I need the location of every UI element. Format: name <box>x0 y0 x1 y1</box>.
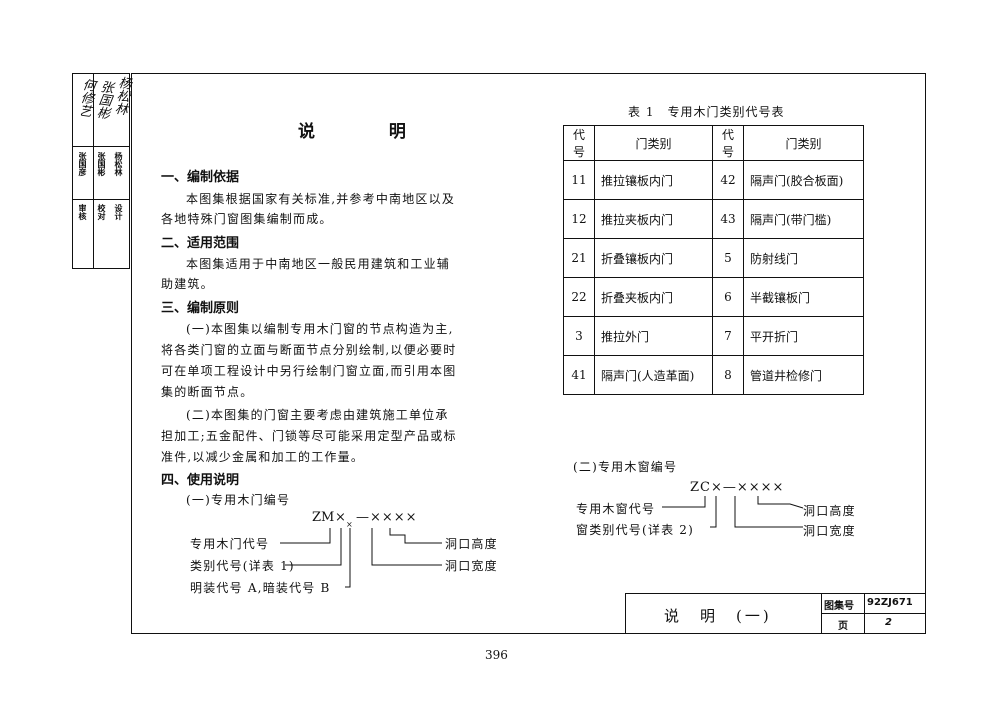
table-row: 3 推拉外门 7 平开折门 <box>563 316 864 356</box>
section-heading-2: 二、适用范围 <box>161 236 240 251</box>
table-cell: 12 <box>563 199 595 239</box>
table-cell: 5 <box>712 238 744 278</box>
label-door-width: 洞口宽度 <box>445 559 498 573</box>
door-type-table: 代号 门类别 代号 门类别 11 推拉镶板内门 42 隔声门(胶合板面) 12 … <box>563 125 864 395</box>
table-row: 21 折叠镶板内门 5 防射线门 <box>563 238 864 278</box>
table-cell: 隔声门(带门槛) <box>743 199 864 239</box>
signature-name-2: 张国彬 <box>97 152 106 176</box>
door-code-x2: × <box>346 520 353 529</box>
table-cell: 推拉夹板内门 <box>594 199 713 239</box>
label-door-height: 洞口高度 <box>445 537 498 551</box>
table-cell: 半截镶板门 <box>743 277 864 317</box>
table-cell: 43 <box>712 199 744 239</box>
signature-name-3: 杨松林 <box>114 152 123 176</box>
door-code-prefix: ZM <box>312 510 335 525</box>
subheading-door-code: (一)专用木门编号 <box>186 493 291 507</box>
table-cell: 折叠镶板内门 <box>594 238 713 278</box>
page-label: 页 <box>838 621 848 632</box>
door-code-x1: × <box>335 510 346 525</box>
table-cell: 42 <box>712 160 744 200</box>
table-row: 41 隔声门(人造革面) 8 管道井检修门 <box>563 355 864 395</box>
sheet-page-number: 2 <box>885 617 892 628</box>
paragraph-line: 本图集适用于中南地区一般民用建筑和工业辅 <box>186 257 451 271</box>
paragraph-line: 本图集根据国家有关标准,并参考中南地区以及 <box>186 192 456 206</box>
table-cell: 6 <box>712 277 744 317</box>
window-code-leader-lines <box>662 496 804 528</box>
page-number: 396 <box>485 648 508 662</box>
table-cell: 管道井检修门 <box>743 355 864 395</box>
paragraph-line: 担加工;五金配件、门锁等尽可能采用定型产品或标 <box>161 429 457 443</box>
title-block-name: 说 明 (一) <box>664 607 772 625</box>
page-title: 说 明 <box>298 122 440 142</box>
table-cell: 隔声门(胶合板面) <box>743 160 864 200</box>
table-row: 12 推拉夹板内门 43 隔声门(带门槛) <box>563 199 864 239</box>
paragraph-line: (一)本图集以编制专用木门窗的节点构造为主, <box>186 322 454 336</box>
section-heading-4: 四、使用说明 <box>161 473 240 488</box>
table-cell: 21 <box>563 238 595 278</box>
signature-block: 张国彦 审核 张国彬 校对 杨松林 设计 何修艺 张国彬 杨松林 <box>72 73 132 269</box>
table-cell: 3 <box>563 316 595 356</box>
paragraph-line: 集的断面节点。 <box>161 385 254 399</box>
label-door-mount: 明装代号 A,暗装代号 B <box>190 581 331 595</box>
section-heading-1: 一、编制依据 <box>161 170 240 185</box>
paragraph-line: 将各类门窗的立面与断面节点分别绘制,以便必要时 <box>161 343 457 357</box>
table-header: 代号 <box>712 125 744 161</box>
signature-role-2: 校对 <box>97 204 106 220</box>
door-code-rest: —×××× <box>356 510 418 525</box>
paragraph-line: (二)本图集的门窗主要考虑由建筑施工单位承 <box>186 408 449 422</box>
window-code: ZC×—×××× <box>690 480 785 495</box>
table1-title: 表 1 专用木门类别代号表 <box>628 105 785 119</box>
signature-role-3: 设计 <box>114 204 123 220</box>
signature-role-1: 审核 <box>78 204 87 220</box>
table-header: 代号 <box>563 125 595 161</box>
table-cell: 折叠夹板内门 <box>594 277 713 317</box>
title-block <box>625 593 926 634</box>
label-window-height: 洞口高度 <box>803 504 856 518</box>
subheading-window-code: (二)专用木窗编号 <box>573 460 678 474</box>
table-cell: 41 <box>563 355 595 395</box>
table-cell: 推拉镶板内门 <box>594 160 713 200</box>
label-window-type: 窗类别代号(详表 2) <box>576 523 695 537</box>
paragraph-line: 准件,以减少金属和加工的工作量。 <box>161 450 365 464</box>
table-header: 门类别 <box>743 125 864 161</box>
table-header-row: 代号 门类别 代号 门类别 <box>563 125 864 161</box>
atlas-number: 92ZJ671 <box>867 597 913 608</box>
table-cell: 平开折门 <box>743 316 864 356</box>
label-window-width: 洞口宽度 <box>803 524 856 538</box>
table-cell: 22 <box>563 277 595 317</box>
paragraph-line: 可在单项工程设计中另行绘制门窗立面,而引用本图 <box>161 364 457 378</box>
label-door-code: 专用木门代号 <box>190 537 270 551</box>
signature-name-1: 张国彦 <box>78 152 87 176</box>
atlas-number-label: 图集号 <box>824 601 854 612</box>
table-row: 22 折叠夹板内门 6 半截镶板门 <box>563 277 864 317</box>
table-cell: 7 <box>712 316 744 356</box>
table-cell: 推拉外门 <box>594 316 713 356</box>
door-code-leader-lines <box>280 528 442 588</box>
table-cell: 隔声门(人造革面) <box>594 355 713 395</box>
label-window-code: 专用木窗代号 <box>576 502 656 516</box>
section-heading-3: 三、编制原则 <box>161 301 240 316</box>
table-cell: 8 <box>712 355 744 395</box>
table-row: 11 推拉镶板内门 42 隔声门(胶合板面) <box>563 160 864 200</box>
table-cell: 11 <box>563 160 595 200</box>
drawing-frame <box>131 73 926 634</box>
paragraph-line: 各地特殊门窗图集编制而成。 <box>161 212 333 226</box>
handwritten-signature-3: 杨松林 <box>111 75 132 116</box>
paragraph-line: 助建筑。 <box>161 277 214 291</box>
label-door-type: 类别代号(详表 1) <box>190 559 295 573</box>
table-header: 门类别 <box>594 125 713 161</box>
table-cell: 防射线门 <box>743 238 864 278</box>
